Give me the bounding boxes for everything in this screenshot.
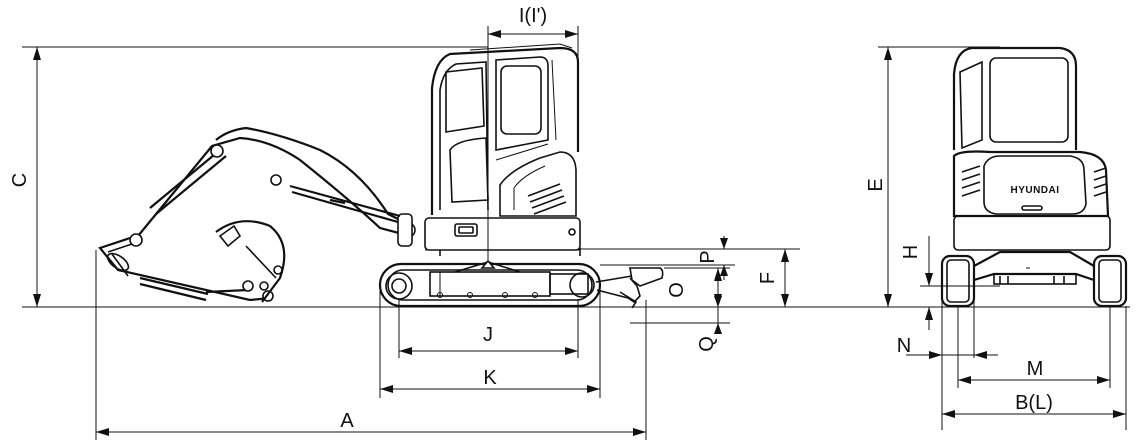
dimension-b-l: B(L)	[941, 306, 1127, 430]
dimension-c: C	[9, 46, 488, 307]
dimension-label-b-l: B(L)	[1015, 392, 1053, 414]
dimension-label-h: H	[900, 245, 922, 259]
side-upper-structure	[424, 217, 581, 256]
dimension-label-n: N	[897, 335, 911, 357]
dimension-label-c: C	[9, 173, 31, 187]
dimension-m: M	[957, 306, 1111, 388]
dimension-label-j: J	[483, 324, 493, 346]
dimension-label-p: P	[697, 250, 719, 263]
dimension-p: P	[580, 236, 735, 280]
dimension-j: J	[398, 300, 579, 358]
dimension-k: K	[379, 290, 601, 398]
dimension-h: H	[900, 236, 1000, 330]
dimension-q: Q	[630, 296, 730, 352]
side-view-excavator	[98, 43, 664, 309]
dimension-e: E	[865, 46, 1000, 307]
side-dozer-blade	[595, 267, 664, 309]
brand-logo-text: HYUNDAI	[1010, 185, 1059, 196]
dimension-label-k: K	[483, 367, 497, 389]
dimension-label-m: M	[1027, 358, 1044, 380]
front-view-excavator: HYUNDAI	[940, 46, 1128, 308]
dimension-label-f: F	[757, 272, 779, 284]
dimension-label-a: A	[340, 410, 354, 432]
dimension-i: I(I')	[487, 5, 579, 262]
dimension-label-q: Q	[696, 336, 718, 352]
dimension-a: A	[95, 250, 647, 440]
side-cab	[430, 43, 580, 215]
dimension-label-i: I(I')	[519, 5, 547, 27]
dimension-n: N	[897, 300, 998, 359]
dimension-f: F	[735, 248, 800, 307]
dimension-label-o: O	[666, 282, 688, 298]
side-track	[378, 259, 602, 308]
dimension-label-e: E	[865, 178, 887, 191]
side-boom-arm	[98, 126, 416, 303]
side-engine-hood	[499, 151, 577, 217]
